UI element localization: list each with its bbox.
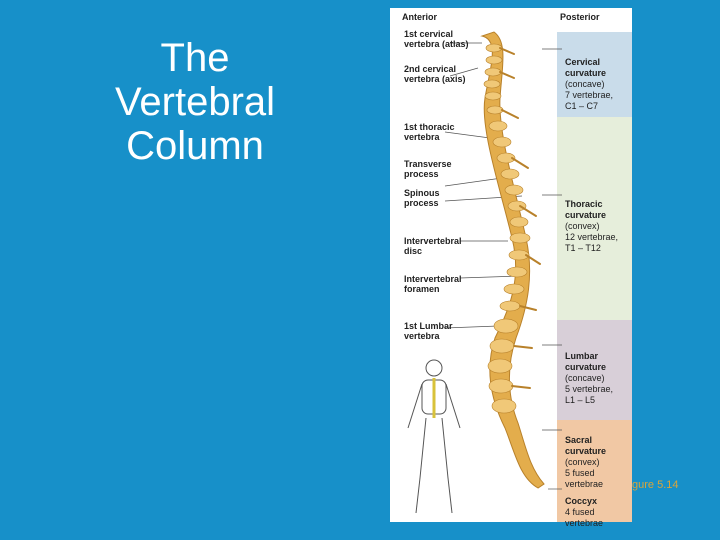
thoracic-detail: (convex) 12 vertebrae, T1 – T12 — [565, 221, 619, 253]
coccyx-detail: 4 fused vertebrae — [565, 507, 604, 528]
cervical-detail: (concave) 7 vertebrae, C1 – C7 — [565, 79, 614, 111]
sacral-band — [557, 420, 632, 522]
sacral-title: Sacral curvature — [565, 435, 607, 456]
label-axis: 2nd cervical vertebra (axis) — [404, 64, 466, 84]
cervical-title: Cervical curvature — [565, 57, 607, 78]
title-line-2: Vertebral — [114, 80, 276, 124]
slide-title: The Vertebral Column — [80, 36, 310, 168]
label-intervertebral-disc: Intervertebral disc — [404, 236, 462, 256]
label-cervical-curvature: Cervical curvature(concave) 7 vertebrae,… — [565, 46, 613, 112]
spine-illustration — [407, 31, 562, 514]
coccyx-title: Coccyx — [565, 496, 598, 506]
anterior-header: Anterior — [402, 12, 438, 22]
skeleton-thumbnail — [407, 359, 461, 514]
lumbar-detail: (concave) 5 vertebrae, L1 – L5 — [565, 373, 614, 405]
title-line-1: The — [160, 36, 230, 80]
label-atlas: 1st cervical vertebra (atlas) — [404, 29, 469, 49]
thoracic-band — [557, 117, 632, 320]
cervical-band — [557, 32, 632, 117]
sacral-detail: (convex) 5 fused vertebrae — [565, 457, 604, 489]
lumbar-title: Lumbar curvature — [565, 351, 607, 372]
lumbar-band — [557, 320, 632, 420]
label-first-thoracic: 1st thoracic vertebra — [404, 122, 455, 142]
label-first-lumbar: 1st Lumbar vertebra — [404, 321, 453, 341]
label-sacral-curvature: Sacral curvature(convex) 5 fused vertebr… — [565, 424, 606, 490]
label-spinous-process: Spinous process — [404, 188, 440, 208]
posterior-header: Posterior — [560, 12, 600, 22]
title-line-3: Column — [126, 124, 264, 168]
spine-figure: Anterior Posterior — [390, 8, 632, 528]
label-thoracic-curvature: Thoracic curvature(convex) 12 vertebrae,… — [565, 188, 618, 254]
label-transverse-process: Transverse process — [404, 159, 452, 179]
label-lumbar-curvature: Lumbar curvature(concave) 5 vertebrae, L… — [565, 340, 613, 406]
thoracic-title: Thoracic curvature — [565, 199, 607, 220]
label-intervertebral-foramen: Intervertebral foramen — [404, 274, 462, 294]
figure-reference: gure 5.14 — [632, 479, 679, 491]
